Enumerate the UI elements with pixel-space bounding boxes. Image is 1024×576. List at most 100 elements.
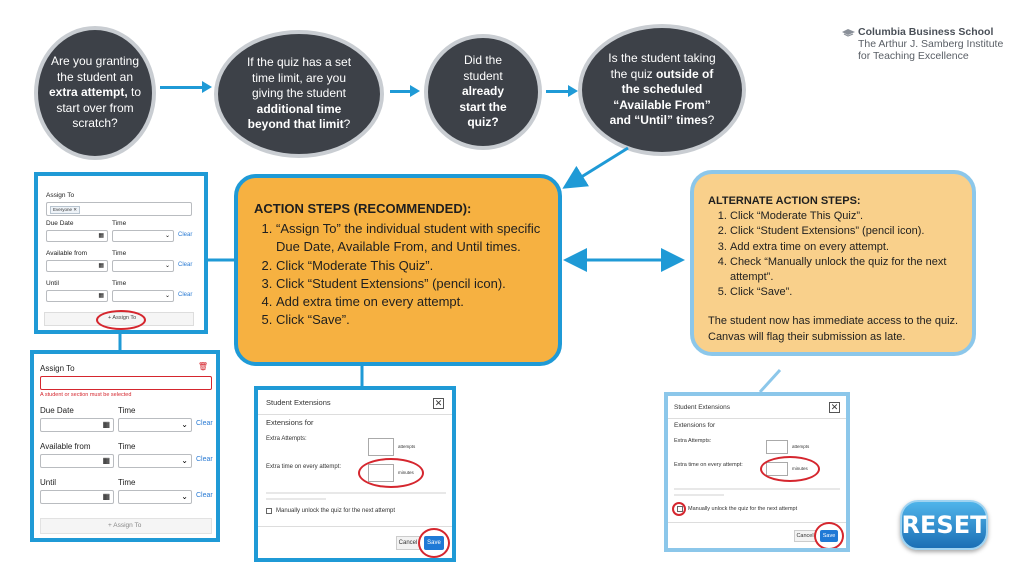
unlock-checkbox[interactable] xyxy=(266,508,272,514)
until-label: Until xyxy=(40,478,57,487)
time-label: Time xyxy=(112,250,127,257)
calendar-icon[interactable]: ▦ xyxy=(98,263,104,269)
extra-attempts-label: Extra Attempts: xyxy=(266,436,307,442)
action-step: Click “Student Extensions” (pencil icon)… xyxy=(276,275,544,293)
alternate-step: Click “Save”. xyxy=(730,285,960,300)
student-extensions-dialog: Student Extensions ✕ Extensions for Extr… xyxy=(254,386,456,562)
question-extra-attempt: Are you granting the student an extra at… xyxy=(34,26,156,160)
cancel-button[interactable]: Cancel xyxy=(794,530,816,542)
clear-link[interactable]: Clear xyxy=(178,292,193,298)
assign-to-button-bar xyxy=(40,518,212,534)
question-additional-time: If the quiz has a set time limit, are yo… xyxy=(214,30,384,158)
clear-link[interactable]: Clear xyxy=(178,232,193,238)
logo-line-3: for Teaching Excellence xyxy=(858,50,969,62)
chevron-down-icon: ⌄ xyxy=(181,492,188,501)
time-label: Time xyxy=(118,442,136,451)
assign-to-label: Assign To xyxy=(46,192,75,199)
extra-attempts-input[interactable] xyxy=(766,440,788,454)
clear-link[interactable]: Clear xyxy=(178,262,193,268)
calendar-icon[interactable]: ▦ xyxy=(102,456,110,465)
attempts-unit: attempts xyxy=(792,444,810,449)
until-label: Until xyxy=(46,280,60,287)
divider xyxy=(668,522,846,523)
clear-link[interactable]: Clear xyxy=(196,456,213,463)
divider xyxy=(668,418,846,419)
alternate-steps-box: ALTERNATE ACTION STEPS: Click “Moderate … xyxy=(690,170,976,356)
line-to-alt-extensions xyxy=(758,368,782,394)
highlight-extra-time xyxy=(358,458,424,488)
assign-to-field[interactable]: Everyone ✕ xyxy=(46,202,192,216)
time-label: Time xyxy=(118,406,136,415)
chevron-down-icon: ⌄ xyxy=(164,293,170,299)
action-steps-title: ACTION STEPS (RECOMMENDED): xyxy=(254,201,472,216)
chevron-down-icon: ⌄ xyxy=(181,456,188,465)
close-icon[interactable]: ✕ xyxy=(433,398,444,409)
alternate-steps-title: ALTERNATE ACTION STEPS: xyxy=(708,195,861,207)
extra-time-label: Extra time on every attempt: xyxy=(266,464,342,470)
cancel-button[interactable]: Cancel xyxy=(396,536,420,550)
due-date-label: Due Date xyxy=(46,220,74,227)
time-label: Time xyxy=(118,478,136,487)
action-steps-box: ACTION STEPS (RECOMMENDED): “Assign To” … xyxy=(234,174,562,366)
assign-to-screenshot-large: Assign To 🗑 A student or section must be… xyxy=(30,350,220,542)
helper-text-line xyxy=(674,488,840,490)
available-time-select[interactable]: ⌄ xyxy=(118,454,192,468)
chevron-down-icon: ⌄ xyxy=(164,233,170,239)
due-date-input[interactable]: ▦ xyxy=(40,418,114,432)
extra-attempts-input[interactable] xyxy=(368,438,394,456)
arrow-right-3 xyxy=(546,85,578,97)
highlight-extra-time xyxy=(760,456,820,482)
due-date-input[interactable]: ▦ xyxy=(46,230,108,242)
dialog-title: Student Extensions xyxy=(674,404,731,411)
divider xyxy=(258,414,452,415)
time-label: Time xyxy=(112,280,127,287)
reset-button[interactable]: RESET xyxy=(900,500,988,550)
extensions-for-label: Extensions for xyxy=(674,422,716,429)
action-step: “Assign To” the individual student with … xyxy=(276,220,544,256)
calendar-icon[interactable]: ▦ xyxy=(102,492,110,501)
chevron-down-icon: ⌄ xyxy=(181,420,188,429)
due-date-label: Due Date xyxy=(40,406,74,415)
due-time-select[interactable]: ⌄ xyxy=(118,418,192,432)
action-step: Click “Save”. xyxy=(276,311,544,329)
attempts-unit: attempts xyxy=(398,444,416,449)
alternate-step: Click “Moderate This Quiz”. xyxy=(730,209,960,224)
close-icon[interactable]: ✕ xyxy=(829,402,840,413)
crown-icon xyxy=(842,29,855,37)
calendar-icon[interactable]: ▦ xyxy=(98,233,104,239)
available-time-select[interactable]: ⌄ xyxy=(112,260,174,272)
dialog-title: Student Extensions xyxy=(266,398,331,407)
alternate-note: The student now has immediate access to … xyxy=(708,315,959,343)
question-outside-schedule: Is the student taking the quiz outside o… xyxy=(578,24,746,156)
divider xyxy=(258,526,452,527)
highlight-save xyxy=(418,528,450,558)
highlight-assign-to xyxy=(96,310,146,330)
until-time-select[interactable]: ⌄ xyxy=(118,490,192,504)
clear-link[interactable]: Clear xyxy=(196,492,213,499)
arrow-down-to-actions xyxy=(562,146,629,189)
alternate-step: Add extra time on every attempt. xyxy=(730,240,960,255)
available-from-input[interactable]: ▦ xyxy=(40,454,114,468)
until-time-select[interactable]: ⌄ xyxy=(112,290,174,302)
assign-to-field[interactable] xyxy=(40,376,212,390)
everyone-chip[interactable]: Everyone ✕ xyxy=(50,206,81,214)
extra-attempts-label: Extra Attempts: xyxy=(674,438,712,444)
due-time-select[interactable]: ⌄ xyxy=(112,230,174,242)
available-from-label: Available from xyxy=(40,442,91,451)
clear-link[interactable]: Clear xyxy=(196,420,213,427)
action-step: Add extra time on every attempt. xyxy=(276,293,544,311)
calendar-icon[interactable]: ▦ xyxy=(98,293,104,299)
alternate-step: Click “Student Extensions” (pencil icon)… xyxy=(730,224,960,239)
columbia-logo: Columbia Business School The Arthur J. S… xyxy=(842,26,1003,62)
student-extensions-dialog-alt: Student Extensions ✕ Extensions for Extr… xyxy=(664,392,850,552)
calendar-icon[interactable]: ▦ xyxy=(102,420,110,429)
alternate-steps-list: Click “Moderate This Quiz”. Click “Stude… xyxy=(708,209,960,300)
logo-line-1: Columbia Business School xyxy=(858,26,994,38)
arrow-right-2 xyxy=(390,85,420,97)
assign-to-button[interactable]: + Assign To xyxy=(108,522,142,529)
available-from-input[interactable]: ▦ xyxy=(46,260,108,272)
trash-icon[interactable]: 🗑 xyxy=(197,362,208,371)
until-input[interactable]: ▦ xyxy=(46,290,108,302)
error-message: A student or section must be selected xyxy=(40,392,132,398)
until-input[interactable]: ▦ xyxy=(40,490,114,504)
